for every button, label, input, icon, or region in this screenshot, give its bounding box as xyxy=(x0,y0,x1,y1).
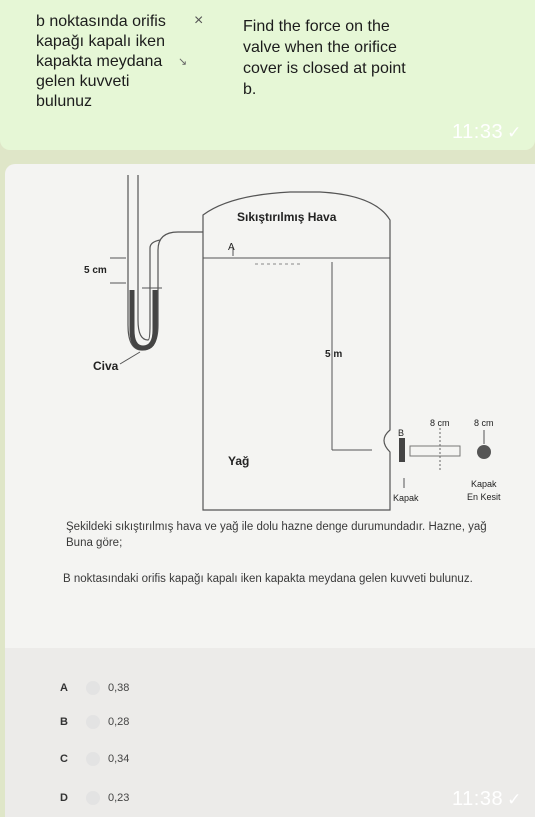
double-check-icon: ✓ xyxy=(507,790,522,809)
option-b-letter: B xyxy=(60,716,68,728)
u-tube-outer xyxy=(137,175,161,341)
cover-b xyxy=(399,438,405,462)
option-d-letter: D xyxy=(60,792,68,804)
section-plate xyxy=(409,445,461,457)
dim-8cm-2: 8 cm xyxy=(474,418,494,428)
cover-label: Kapak xyxy=(393,493,419,503)
mercury xyxy=(129,290,158,351)
translation-bubble xyxy=(0,0,535,150)
section-label-2: En Kesit xyxy=(467,492,501,502)
height-5cm-label: 5 cm xyxy=(84,265,107,276)
double-check-icon: ✓ xyxy=(507,123,522,142)
question-line-1: Şekildeki sıkıştırılmış hava ve yağ ile … xyxy=(66,521,487,533)
time-label: 11:33 xyxy=(452,121,504,143)
question-line-2: Buna göre; xyxy=(66,537,123,549)
section-circle xyxy=(477,445,491,459)
point-b-label: B xyxy=(398,428,404,438)
message-time: 11:33✓ xyxy=(452,121,522,144)
photo-answer-area xyxy=(5,648,535,817)
source-text: b noktasında orifis kapağı kapalı iken k… xyxy=(36,13,166,110)
option-c-radio[interactable] xyxy=(86,752,100,766)
option-d-value: 0,23 xyxy=(108,792,130,804)
close-icon[interactable]: × xyxy=(194,12,204,29)
point-a-label: A xyxy=(228,242,235,253)
option-a-letter: A xyxy=(60,682,68,694)
tank-outline xyxy=(202,191,391,511)
message-time: 11:38✓ xyxy=(452,788,522,811)
option-b-radio[interactable] xyxy=(86,715,100,729)
option-c-value: 0,34 xyxy=(108,753,130,765)
question-line-3: B noktasındaki orifis kapağı kapalı iken… xyxy=(63,573,473,585)
dim-8cm-1: 8 cm xyxy=(430,418,450,428)
depth-5m-label: 5 m xyxy=(325,349,342,360)
option-a-value: 0,38 xyxy=(108,682,130,694)
cursor-icon: ↘ xyxy=(178,56,188,68)
option-c-letter: C xyxy=(60,753,68,765)
u-tube-inner xyxy=(127,175,203,351)
air-label: Sıkıştırılmış Hava xyxy=(237,210,337,224)
time-label: 11:38 xyxy=(452,788,504,810)
option-b-value: 0,28 xyxy=(108,716,130,728)
option-a-radio[interactable] xyxy=(86,681,100,695)
section-label-1: Kapak xyxy=(471,479,497,489)
civa-pointer xyxy=(119,351,141,365)
option-d-radio[interactable] xyxy=(86,791,100,805)
oil-label: Yağ xyxy=(228,454,249,468)
translated-text: Find the force on the valve when the ori… xyxy=(243,18,406,98)
mercury-label: Civa xyxy=(93,359,119,373)
